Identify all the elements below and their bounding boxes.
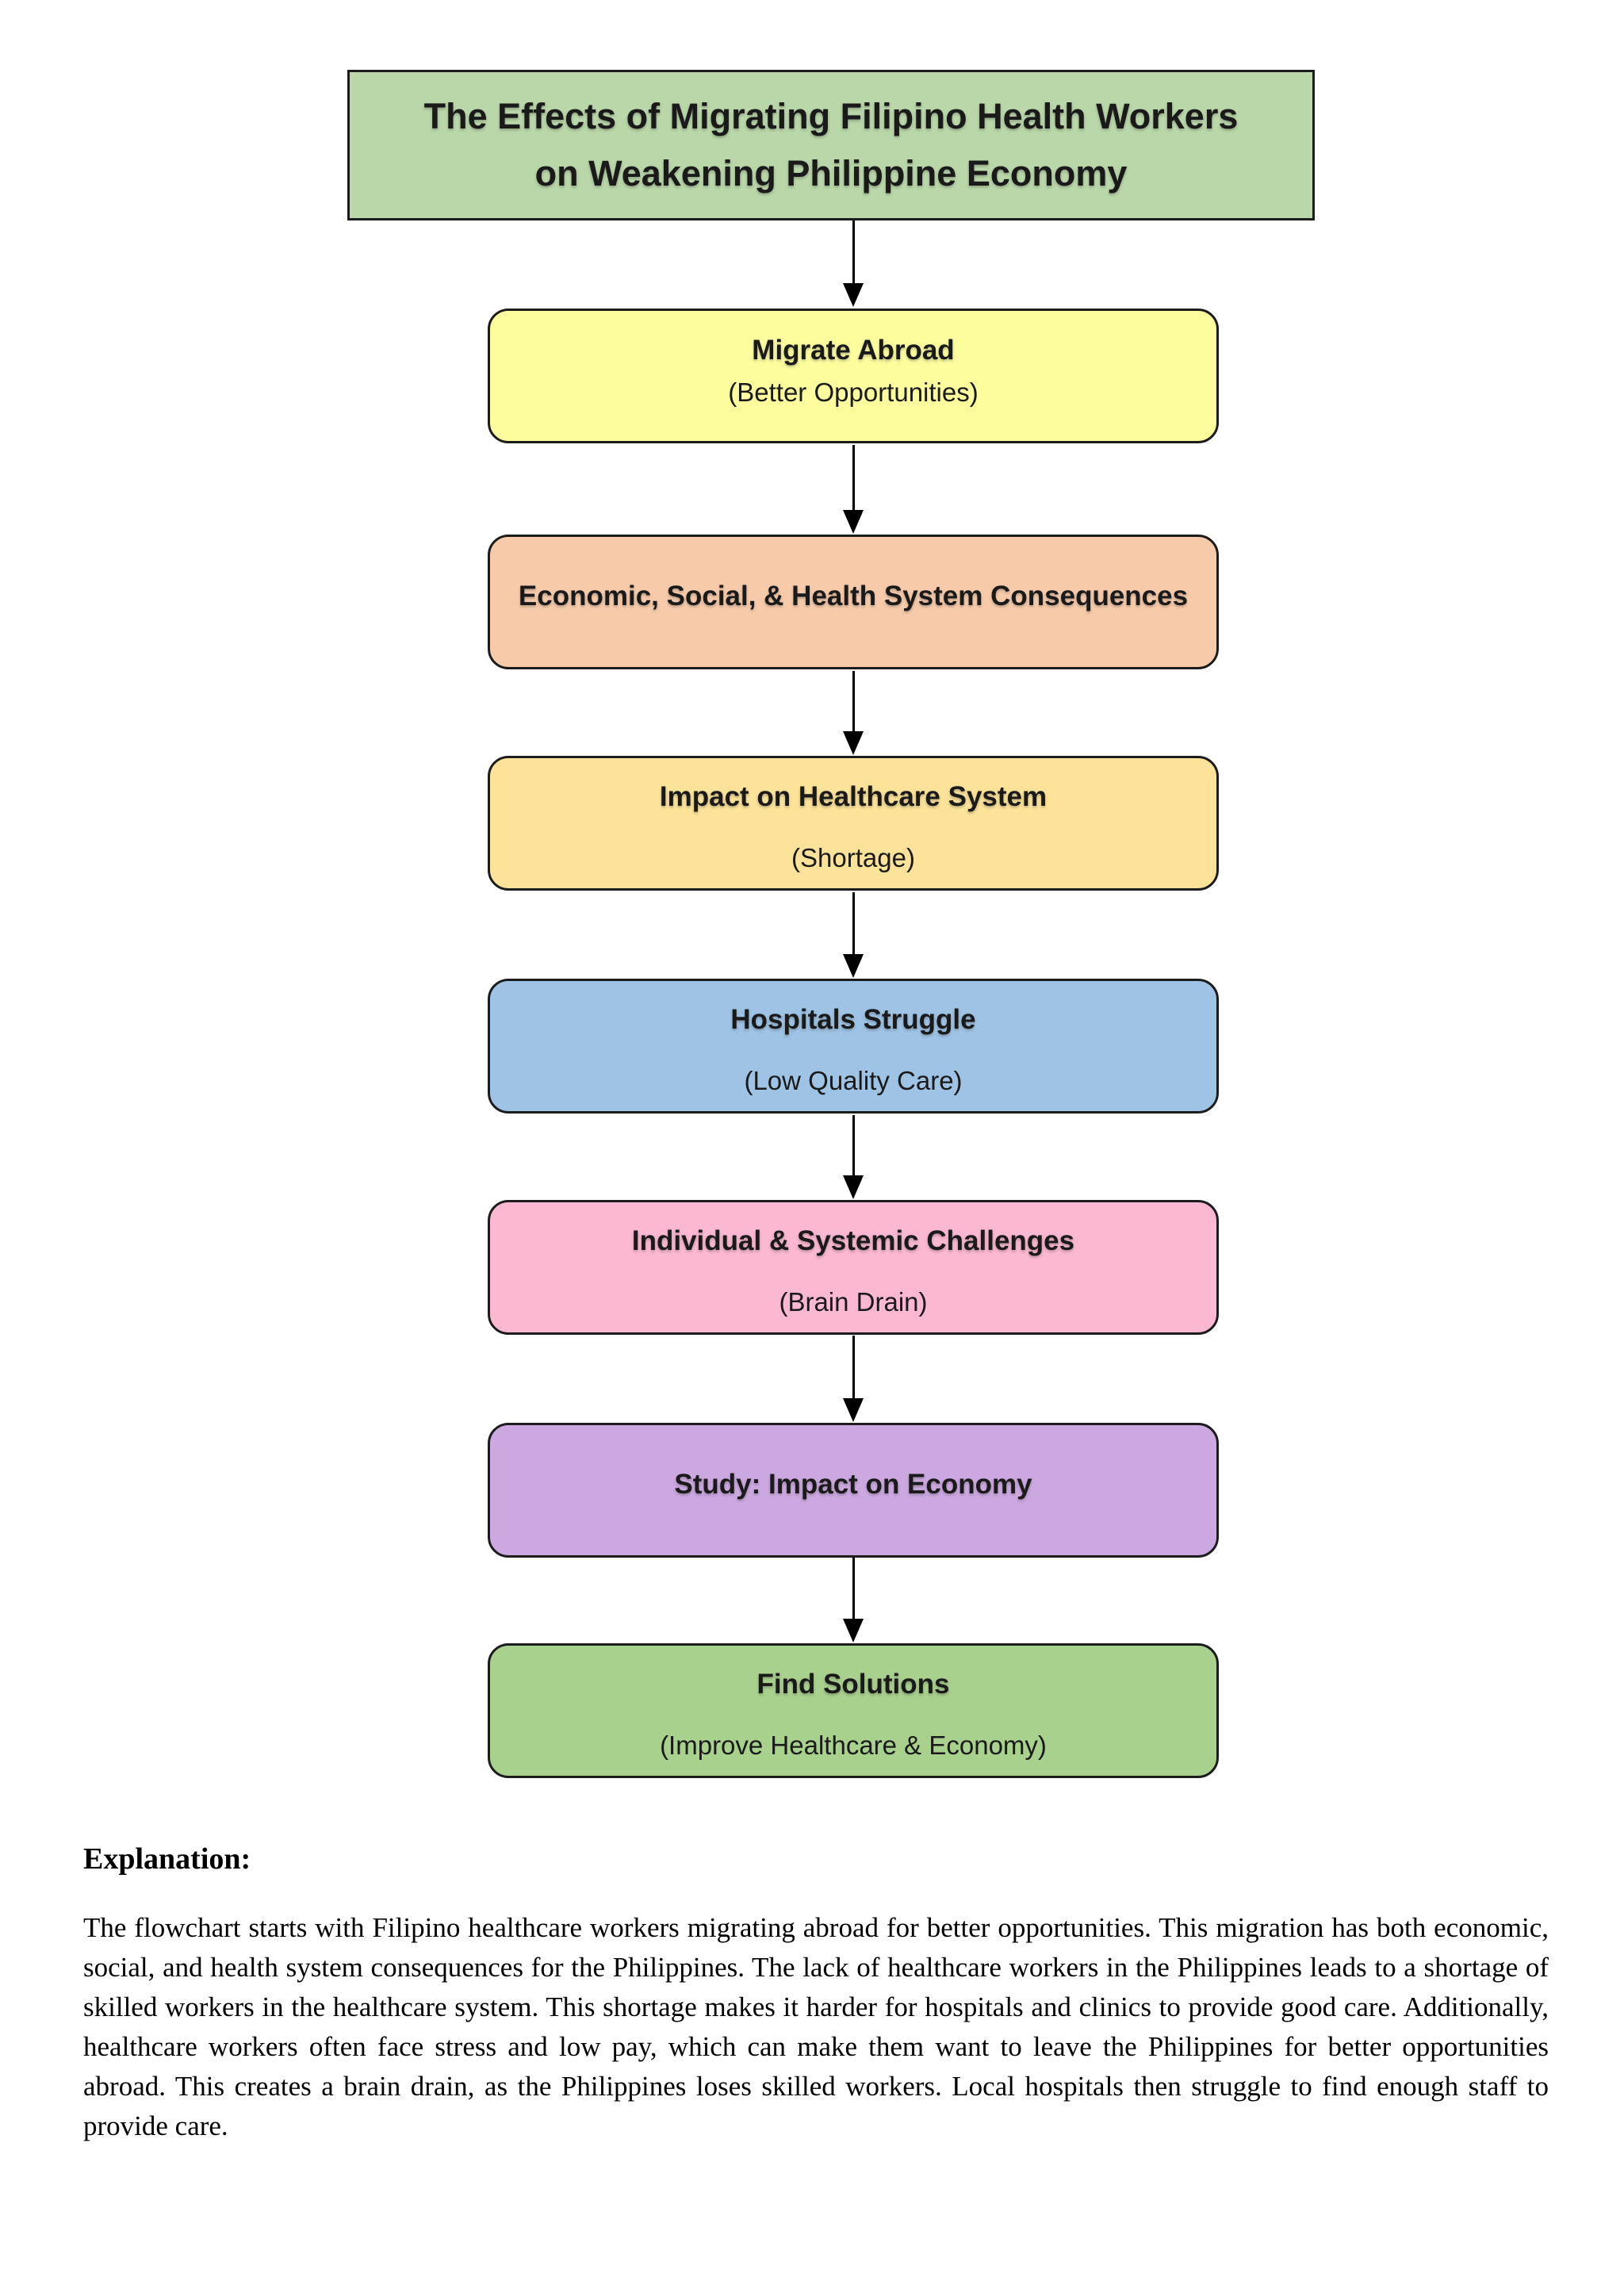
explanation-heading: Explanation:: [83, 1842, 251, 1876]
node-subtext: (Shortage): [791, 843, 915, 872]
flowchart-title: The Effects of Migrating Filipino Health…: [423, 96, 1239, 194]
flow-arrow: [843, 671, 864, 755]
arrow-shaft: [852, 1115, 855, 1175]
node-find-solutions: Find Solutions (Improve Healthcare & Eco…: [488, 1643, 1219, 1778]
arrow-head-icon: [843, 1175, 864, 1199]
node-subtext: (Brain Drain): [779, 1287, 928, 1317]
node-heading: Study: Impact on Economy: [674, 1469, 1032, 1500]
node-subtext: (Better Opportunities): [728, 378, 979, 407]
flow-arrow: [843, 892, 864, 978]
node-migrate-abroad: Migrate Abroad (Better Opportunities): [488, 309, 1219, 443]
arrow-head-icon: [843, 1619, 864, 1642]
node-subtext: (Low Quality Care): [744, 1066, 963, 1095]
flow-arrow: [843, 445, 864, 534]
node-heading: Impact on Healthcare System: [659, 781, 1048, 812]
node-study-impact: Study: Impact on Economy: [488, 1423, 1219, 1558]
node-heading: Individual & Systemic Challenges: [631, 1225, 1075, 1256]
node-heading: Migrate Abroad: [752, 335, 955, 366]
arrow-shaft: [852, 220, 855, 283]
arrow-shaft: [852, 671, 855, 731]
flowchart-title-box: The Effects of Migrating Filipino Health…: [347, 70, 1315, 220]
arrow-shaft: [852, 1336, 855, 1398]
flow-arrow: [843, 220, 864, 307]
arrow-head-icon: [843, 1398, 864, 1422]
arrow-head-icon: [843, 283, 864, 307]
flow-arrow: [843, 1558, 864, 1642]
arrow-shaft: [852, 892, 855, 954]
explanation-paragraph: The flowchart starts with Filipino healt…: [83, 1912, 1549, 2141]
arrow-shaft: [852, 1558, 855, 1619]
node-challenges: Individual & Systemic Challenges (Brain …: [488, 1200, 1219, 1335]
node-heading: Find Solutions: [756, 1669, 950, 1700]
node-consequences: Economic, Social, & Health System Conseq…: [488, 535, 1219, 669]
arrow-head-icon: [843, 510, 864, 534]
node-impact-healthcare: Impact on Healthcare System (Shortage): [488, 756, 1219, 891]
arrow-shaft: [852, 445, 855, 510]
flow-arrow: [843, 1336, 864, 1422]
flow-arrow: [843, 1115, 864, 1199]
arrow-head-icon: [843, 731, 864, 755]
arrow-head-icon: [843, 954, 864, 978]
node-heading: Hospitals Struggle: [730, 1004, 976, 1035]
node-hospitals-struggle: Hospitals Struggle (Low Quality Care): [488, 979, 1219, 1114]
node-subtext: (Improve Healthcare & Economy): [660, 1731, 1047, 1760]
node-heading: Economic, Social, & Health System Conseq…: [518, 581, 1189, 611]
